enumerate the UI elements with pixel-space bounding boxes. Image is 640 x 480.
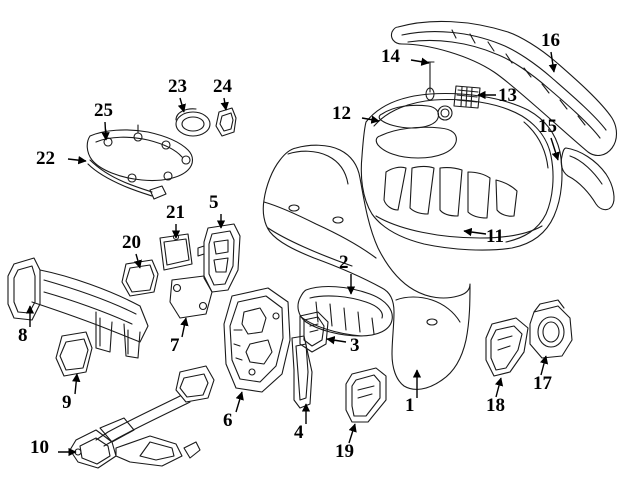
leader-lines [25,51,560,457]
part-10-hitch-assembly [69,365,215,469]
callout-label-12: 12 [332,103,351,124]
callout-label-20: 20 [122,232,141,253]
callout-label-24: 24 [213,76,232,97]
part-5-tab-bracket [197,223,241,293]
part-13-mesh-grille [453,85,481,109]
part-23-parking-sensor [175,108,211,137]
callout-label-14: 14 [381,46,400,67]
callout-label-21: 21 [166,202,185,223]
callout-label-8: 8 [18,325,28,346]
part-4-slim-bracket [291,335,313,409]
callout-label-13: 13 [498,85,517,106]
callout-label-15: 15 [538,116,557,137]
callout-label-1: 1 [405,395,415,416]
part-18-right-bracket [485,317,529,377]
part-6-inner-support [223,287,291,393]
callout-label-9: 9 [62,392,72,413]
callout-label-11: 11 [486,226,504,247]
part-17-round-bracket [529,299,573,359]
part-24-retainer-clip [215,107,237,137]
callout-label-6: 6 [223,410,233,431]
part-15-side-trim [560,147,615,211]
callout-label-17: 17 [533,373,552,394]
part-9-small-cover [55,331,93,377]
callout-label-7: 7 [170,335,180,356]
callout-label-19: 19 [335,441,354,462]
callout-label-4: 4 [294,422,304,443]
part-3-bracket [299,311,329,353]
callout-label-22: 22 [36,148,55,169]
callout-label-10: 10 [30,437,49,458]
part-25-wiring-harness [86,124,194,200]
part-1-bumper-cover [262,144,471,390]
part-8-impact-bar [7,257,149,359]
part-7-hole-plate [169,275,213,319]
part-12-rear-diffuser [360,92,563,251]
callout-label-23: 23 [168,76,187,97]
callout-label-16: 16 [541,30,560,51]
callout-label-5: 5 [209,192,219,213]
part-16-upper-trim-rail [390,20,618,157]
callout-label-3: 3 [350,335,360,356]
part-2-reinforcement-bar [297,286,393,337]
part-21-small-panel [159,233,193,271]
part-20-cover-cap [121,259,159,297]
callout-label-18: 18 [486,395,505,416]
callout-label-2: 2 [339,252,349,273]
callout-label-25: 25 [94,100,113,121]
part-19-vertical-support [345,367,387,423]
